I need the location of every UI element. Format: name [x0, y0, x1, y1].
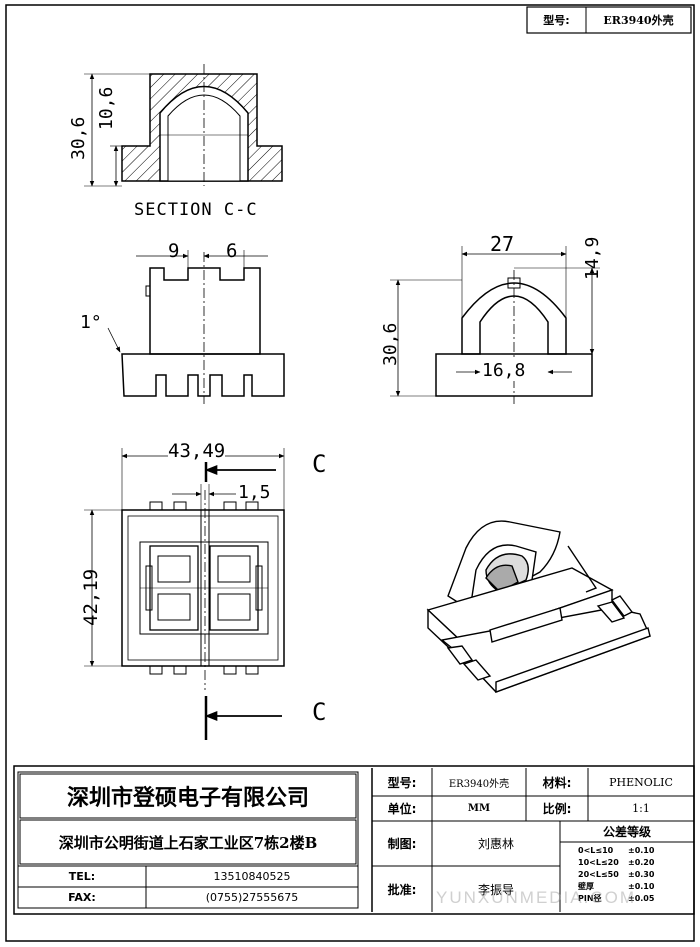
fax-label: FAX: [68, 891, 96, 904]
tb-approved-label: 批准: [387, 882, 417, 897]
tolerance-range: PIN径 [578, 894, 602, 903]
dim-angle: 1° [80, 312, 102, 333]
header-box [526, 6, 692, 34]
tolerance-range: 壁厚 [578, 882, 594, 891]
tolerance-row: 壁厚 ±0.10 [578, 881, 692, 893]
dim-16-8: 16,8 [482, 360, 526, 381]
header-model-label: 型号: [543, 14, 570, 27]
dim-27: 27 [490, 232, 515, 256]
dim-6: 6 [226, 240, 238, 262]
front-view [107, 250, 285, 404]
section-mark-top: C [312, 450, 327, 478]
dim-30-6-side: 30,6 [380, 322, 401, 366]
tolerance-range: 20<L≤50 [578, 870, 619, 879]
dim-9: 9 [168, 240, 180, 262]
tb-scale-value: 1:1 [632, 802, 650, 815]
tel-label: TEL: [68, 870, 96, 883]
tb-drawn-label: 制图: [387, 837, 417, 851]
section-view [84, 64, 283, 187]
tolerance-row: PIN径 ±0.05 [578, 893, 692, 905]
dim-10-6: 10,6 [96, 86, 117, 130]
tolerance-range: 10<L≤20 [578, 858, 619, 867]
watermark: YUNXUNMEDIA.COM [436, 888, 637, 907]
top-view [84, 448, 285, 740]
side-view [390, 246, 600, 404]
tolerance-value: ±0.30 [628, 870, 655, 879]
dim-43-49: 43,49 [168, 440, 226, 462]
sheet-border [5, 4, 695, 942]
tel-value: 13510840525 [213, 870, 291, 883]
header-model-value: ER3940外壳 [603, 14, 674, 27]
tb-material-value: PHENOLIC [609, 775, 673, 789]
tb-model-label: 型号: [387, 775, 417, 790]
tolerance-value: ±0.05 [628, 894, 655, 903]
tb-unit-value: MM [467, 803, 491, 814]
section-title: SECTION C-C [134, 200, 258, 220]
tb-material-label: 材料: [542, 775, 572, 790]
isometric-view [426, 520, 651, 693]
dim-14-9: 14,9 [582, 236, 603, 280]
tb-approved-value: 李振导 [477, 882, 514, 897]
tolerance-range: 0<L≤10 [578, 846, 614, 855]
tb-model-value: ER3940外壳 [448, 778, 510, 790]
company-name: 深圳市登硕电子有限公司 [66, 785, 309, 811]
tolerance-table: 0<L≤10 ±0.10 10<L≤20 ±0.20 20<L≤50 ±0.30 壁厚… [578, 845, 692, 905]
tolerance-value: ±0.20 [628, 858, 655, 867]
section-mark-bottom: C [312, 698, 327, 726]
tolerance-value: ±0.10 [628, 846, 655, 855]
tb-drawn-value: 刘惠林 [477, 837, 514, 851]
tolerance-value: ±0.10 [628, 882, 655, 891]
tolerance-row: 20<L≤50 ±0.30 [578, 869, 692, 881]
tolerance-row: 10<L≤20 ±0.20 [578, 857, 692, 869]
tb-unit-label: 单位: [387, 802, 417, 816]
company-address: 深圳市公明街道上石家工业区7栋2楼B [58, 833, 318, 852]
title-block [13, 765, 695, 915]
tb-tolerance-title: 公差等级 [602, 825, 651, 839]
dim-30-6-section: 30,6 [68, 116, 89, 160]
tolerance-row: 0<L≤10 ±0.10 [578, 845, 692, 857]
tb-scale-label: 比例: [542, 802, 572, 816]
fax-value: (0755)27555675 [205, 891, 299, 904]
dim-1-5: 1,5 [238, 482, 271, 503]
dim-42-19: 42,19 [80, 568, 102, 626]
